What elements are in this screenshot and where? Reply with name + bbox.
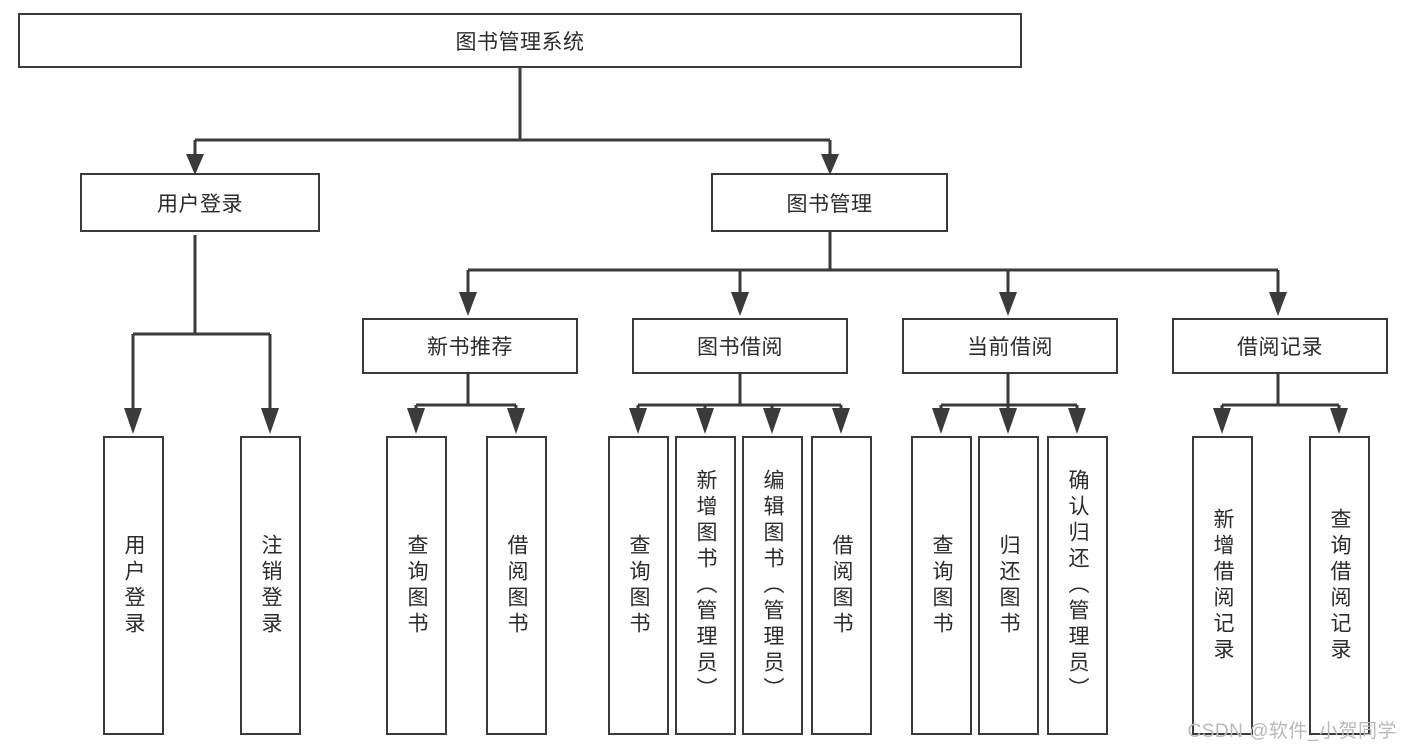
- leaf-bb-edit-book-label: 编辑图书（管理员）: [761, 468, 784, 703]
- node-borrow-record[interactable]: 借阅记录: [1172, 318, 1388, 374]
- leaf-cb-return-book[interactable]: 归还图书: [978, 436, 1039, 735]
- leaf-bb-add-book[interactable]: 新增图书（管理员）: [675, 436, 736, 735]
- leaf-bb-edit-book[interactable]: 编辑图书（管理员）: [742, 436, 803, 735]
- node-new-book-rec[interactable]: 新书推荐: [362, 318, 578, 374]
- node-user-login[interactable]: 用户登录: [80, 173, 320, 232]
- node-book-borrow[interactable]: 图书借阅: [632, 318, 848, 374]
- leaf-cb-query-book-label: 查询图书: [930, 533, 953, 638]
- leaf-cb-confirm-return[interactable]: 确认归还（管理员）: [1047, 436, 1108, 735]
- node-user-login-label: 用户登录: [157, 192, 243, 216]
- leaf-bb-add-book-label: 新增图书（管理员）: [694, 468, 717, 703]
- leaf-bb-query-book[interactable]: 查询图书: [608, 436, 669, 735]
- leaf-br-query-record-label: 查询借阅记录: [1328, 507, 1351, 664]
- leaf-cb-confirm-return-label: 确认归还（管理员）: [1066, 468, 1089, 703]
- node-current-borrow[interactable]: 当前借阅: [902, 318, 1118, 374]
- node-book-manage-label: 图书管理: [786, 192, 873, 216]
- leaf-user-login-label: 用户登录: [122, 533, 145, 638]
- leaf-nbr-query-book-label: 查询图书: [405, 533, 428, 638]
- leaf-cb-return-book-label: 归还图书: [997, 533, 1020, 638]
- leaf-nbr-query-book[interactable]: 查询图书: [386, 436, 447, 735]
- leaf-nbr-borrow-book[interactable]: 借阅图书: [486, 436, 547, 735]
- leaf-bb-borrow-book[interactable]: 借阅图书: [811, 436, 872, 735]
- leaf-bb-borrow-book-label: 借阅图书: [830, 533, 853, 638]
- leaf-nbr-borrow-book-label: 借阅图书: [505, 533, 528, 638]
- node-new-book-rec-label: 新书推荐: [427, 336, 513, 359]
- node-current-borrow-label: 当前借阅: [967, 336, 1053, 359]
- node-borrow-record-label: 借阅记录: [1237, 336, 1323, 359]
- leaf-cb-query-book[interactable]: 查询图书: [911, 436, 972, 735]
- leaf-br-add-record[interactable]: 新增借阅记录: [1192, 436, 1253, 735]
- csdn-watermark: CSDN @软件_小贺同学: [1187, 721, 1397, 742]
- node-root-label: 图书管理系统: [455, 30, 585, 54]
- leaf-user-login[interactable]: 用户登录: [103, 436, 164, 735]
- node-book-borrow-label: 图书借阅: [697, 336, 783, 359]
- leaf-logout[interactable]: 注销登录: [240, 436, 301, 735]
- leaf-logout-label: 注销登录: [259, 533, 282, 638]
- leaf-br-add-record-label: 新增借阅记录: [1211, 507, 1234, 664]
- node-root[interactable]: 图书管理系统: [18, 13, 1022, 68]
- leaf-br-query-record[interactable]: 查询借阅记录: [1309, 436, 1370, 735]
- leaf-bb-query-book-label: 查询图书: [627, 533, 650, 638]
- node-book-manage[interactable]: 图书管理: [711, 173, 948, 232]
